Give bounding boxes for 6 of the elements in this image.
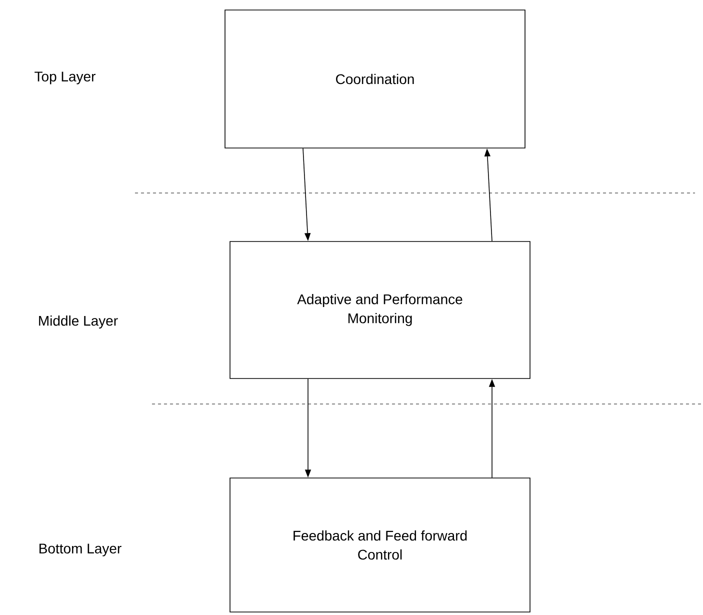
layer-label: Bottom Layer [40,544,122,556]
process-box: Feedback and Feed forward Control [230,478,530,612]
process-box: Adaptive and Performance Monitoring [230,241,530,379]
layer-label: Middle Layer [39,315,118,329]
process-box: Coordination [224,10,526,148]
layer-label: Top Layer [34,72,96,84]
